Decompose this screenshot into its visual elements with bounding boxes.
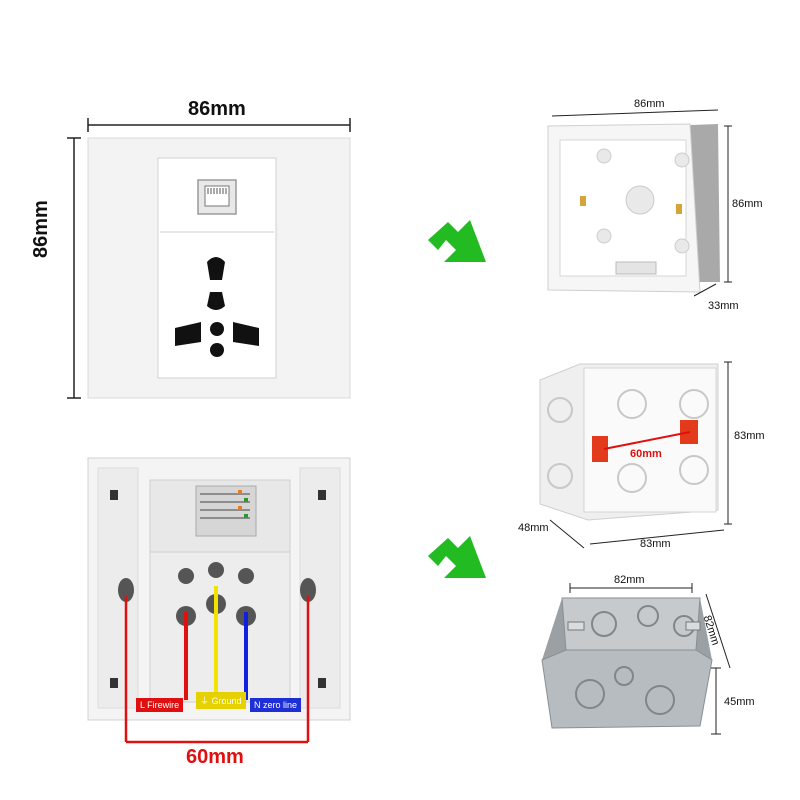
screw-guide-lines <box>124 596 310 744</box>
box1-dimensions <box>551 109 732 297</box>
box1-depth-label: 33mm <box>708 300 739 312</box>
back-spacing-label: 60mm <box>186 746 244 768</box>
back-panel <box>87 457 351 721</box>
box1-height-label: 86mm <box>732 198 763 210</box>
rj45-port-icon <box>197 179 237 215</box>
metal-depth-label: 45mm <box>724 696 755 708</box>
box2-height-label: 83mm <box>734 430 765 442</box>
front-width-label: 86mm <box>188 98 246 120</box>
box1-width-label: 86mm <box>634 98 665 110</box>
neutral-wire-tag: N zero line <box>250 698 302 712</box>
plastic-box-deep <box>539 363 719 521</box>
metal-box <box>541 597 713 729</box>
live-wire-tag: L Firewire <box>136 698 184 712</box>
front-height-dimension <box>67 137 81 399</box>
plastic-box-flat <box>547 123 720 293</box>
metal-box-dimensions <box>569 583 731 735</box>
universal-socket-icon <box>175 257 259 357</box>
box2-width-label: 83mm <box>640 538 671 550</box>
box2-depth-label: 48mm <box>518 522 549 534</box>
ground-wire-tag: ⏚ Ground <box>196 692 246 709</box>
arrow-right-icon-bottom <box>428 536 486 578</box>
box2-screw-spacing-label: 60mm <box>630 448 662 460</box>
front-width-dimension <box>87 118 351 132</box>
box2-dimensions <box>549 361 732 549</box>
metal-width-label: 82mm <box>614 574 645 586</box>
front-height-label: 86mm <box>30 200 52 258</box>
arrow-right-icon-top <box>428 220 486 262</box>
